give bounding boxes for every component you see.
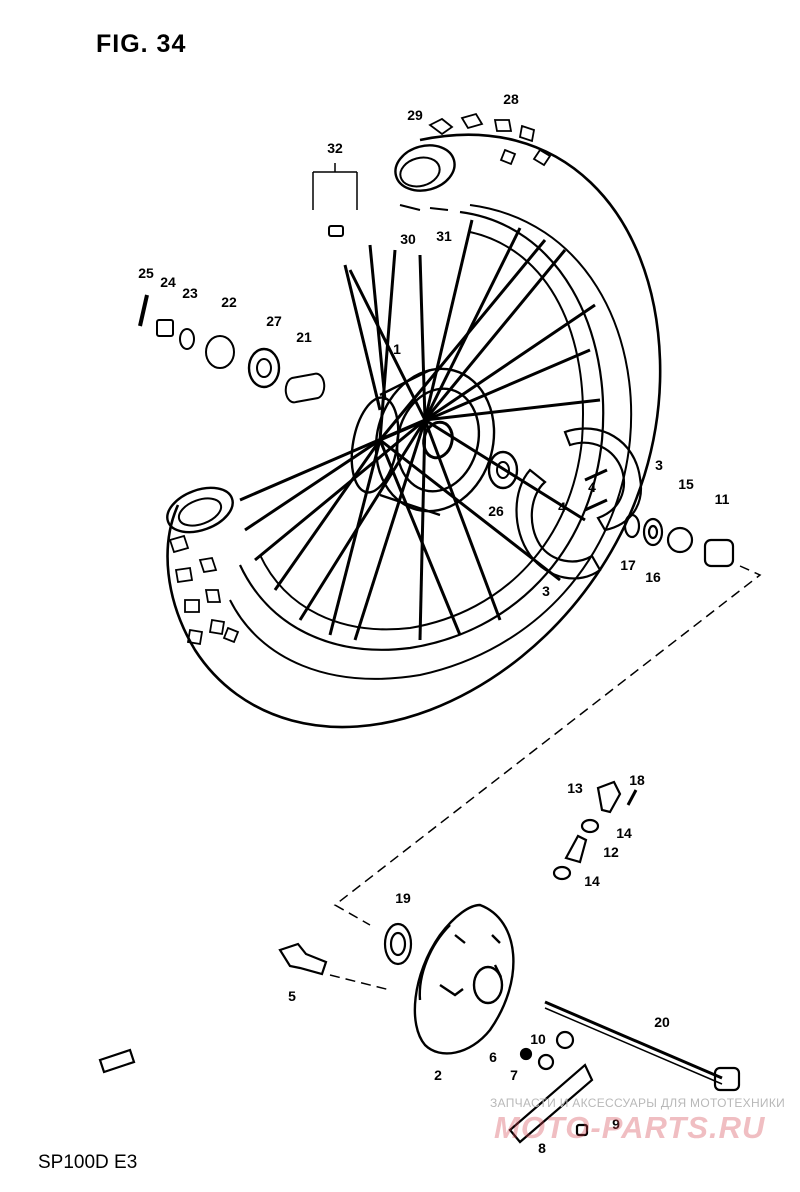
tire-inner-edge [229,204,633,680]
part-number-31: 31 [436,228,452,244]
speedometer-gear [278,942,328,976]
part-number-24: 24 [160,274,176,290]
part-number-10: 10 [530,1031,546,1047]
brake-lever [508,1063,594,1144]
spacer-collar [205,335,235,369]
tire-section-cut [166,486,234,534]
part-number-23: 23 [182,285,198,301]
part-number-2: 2 [434,1067,442,1083]
model-code: SP100D E3 [38,1152,138,1173]
washer [179,328,195,350]
part-number-3: 3 [542,583,550,599]
part-number-22: 22 [221,294,237,310]
stamp [98,1048,136,1074]
part-number-4: 4 [588,479,596,495]
part-number-16: 16 [645,569,661,585]
part-number-25: 25 [138,265,154,281]
part-number-18: 18 [629,772,645,788]
tire-tread [168,112,552,646]
part-number-20: 20 [654,1014,670,1030]
part-number-15: 15 [678,476,694,492]
part-number-17: 17 [620,557,636,573]
bolt-shaft [138,294,149,327]
inner-tube [394,144,456,192]
assembly-line [329,565,762,991]
part-number-4: 4 [558,499,566,515]
leader-32 [312,163,358,210]
part-number-14: 14 [616,825,632,841]
spokes [239,219,601,641]
part-number-32: 32 [327,140,343,156]
part-number-12: 12 [603,844,619,860]
part-number-9: 9 [612,1116,620,1132]
part-number-28: 28 [503,91,519,107]
part-number-8: 8 [538,1140,546,1156]
part-number-26: 26 [488,503,504,519]
oil-seal [383,922,413,966]
part-number-29: 29 [407,107,423,123]
part-number-7: 7 [510,1067,518,1083]
brake-panel [413,903,515,1055]
wheel-hub [350,367,496,517]
watermark-tagline: ЗАПЧАСТИ И АКСЕССУАРЫ ДЛЯ МОТОТЕХНИКИ [490,1096,786,1110]
part-number-14: 14 [584,873,600,889]
watermark-logo: MOTO-PARTS.RU [494,1110,766,1145]
part-number-1: 1 [393,341,401,357]
part-number-21: 21 [296,329,312,345]
axle [544,1000,723,1080]
tire [166,133,662,729]
spacer-tube [284,372,326,404]
part-number-27: 27 [266,313,282,329]
part-number-30: 30 [400,231,416,247]
part-number-3: 3 [655,457,663,473]
figure-title: FIG. 34 [96,30,187,58]
part-number-5: 5 [288,988,296,1004]
nut [156,319,174,337]
axle-nut [703,538,735,568]
part-number-13: 13 [567,780,583,796]
brake-shoes [515,427,643,580]
part-number-19: 19 [395,890,411,906]
part-number-11: 11 [714,491,730,507]
part-number-6: 6 [489,1049,497,1065]
rim [239,210,605,651]
